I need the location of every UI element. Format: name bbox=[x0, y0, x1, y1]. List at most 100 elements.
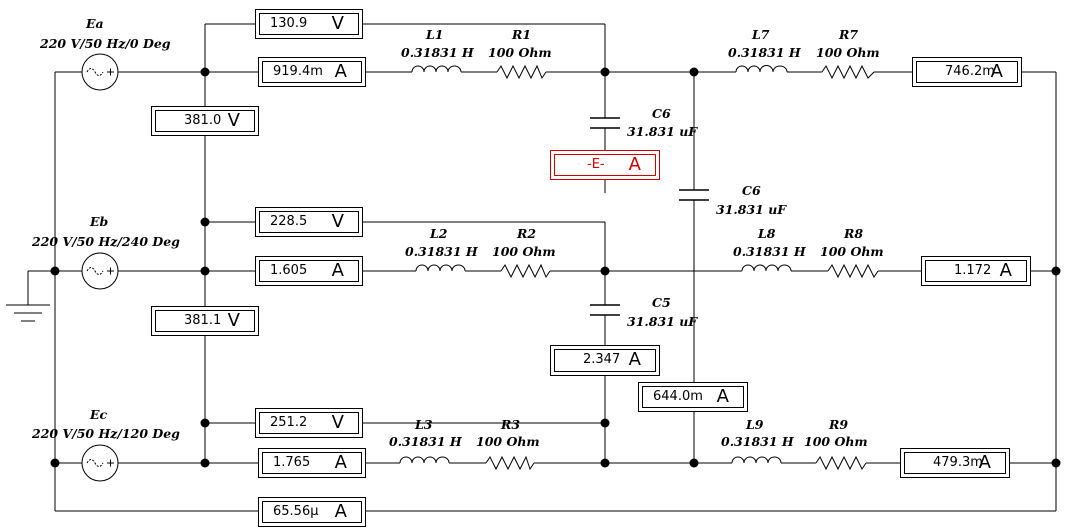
meter-reading: 228.5 bbox=[270, 214, 308, 229]
junction-dots bbox=[50, 67, 1061, 468]
inductor-l7-icon bbox=[735, 65, 788, 73]
meter-reading: 479.3m bbox=[933, 455, 983, 470]
resistor-r9-value: 100 Ohm bbox=[804, 434, 868, 449]
inductor-l2-value: 0.31831 H bbox=[405, 244, 478, 259]
source-ea-spec: 220 V/50 Hz/0 Deg bbox=[40, 36, 171, 51]
resistor-r3-icon bbox=[485, 455, 535, 471]
inductor-l3-value: 0.31831 H bbox=[389, 434, 462, 449]
ammeter-phase-c: 1.765 A bbox=[258, 448, 366, 478]
resistor-r1-icon bbox=[496, 64, 547, 80]
meter-unit: A bbox=[628, 154, 641, 175]
resistor-r1-name: R1 bbox=[512, 27, 532, 42]
resistor-r2-name: R2 bbox=[517, 226, 537, 241]
meter-unit: V bbox=[331, 13, 344, 34]
capacitor-c6b-icon bbox=[679, 189, 709, 201]
inductor-l3-name: L3 bbox=[415, 417, 433, 432]
resistor-r8-name: R8 bbox=[844, 226, 864, 241]
meter-unit: V bbox=[227, 110, 240, 131]
meter-reading: 381.1 bbox=[184, 313, 222, 328]
voltmeter-phase-c: 251.2 V bbox=[255, 408, 363, 438]
meter-unit: A bbox=[334, 452, 347, 473]
inductor-l3-icon bbox=[399, 456, 450, 464]
source-ec-spec: 220 V/50 Hz/120 Deg bbox=[32, 426, 180, 441]
voltmeter-bc: 381.1 V bbox=[151, 306, 259, 336]
inductor-l9-value: 0.31831 H bbox=[721, 434, 794, 449]
resistor-r7-value: 100 Ohm bbox=[816, 45, 880, 60]
capacitor-c5-value: 31.831 uF bbox=[627, 314, 698, 329]
voltmeter-ab: 381.0 V bbox=[151, 106, 259, 136]
ammeter-phase-a: 919.4m A bbox=[258, 57, 366, 87]
source-eb-spec: 220 V/50 Hz/240 Deg bbox=[32, 234, 180, 249]
resistor-r8-value: 100 Ohm bbox=[820, 244, 884, 259]
inductor-l1-value: 0.31831 H bbox=[401, 45, 474, 60]
meter-unit: A bbox=[716, 386, 729, 407]
meter-reading: 919.4m bbox=[273, 64, 323, 79]
meter-reading: 130.9 bbox=[270, 16, 308, 31]
meter-unit: V bbox=[331, 412, 344, 433]
inductor-l7-value: 0.31831 H bbox=[728, 45, 801, 60]
meter-unit: A bbox=[978, 452, 991, 473]
meter-reading: 251.2 bbox=[270, 415, 308, 430]
voltmeter-phase-a: 130.9 V bbox=[255, 9, 363, 39]
source-ec-icon bbox=[81, 444, 119, 482]
resistor-r7-name: R7 bbox=[839, 27, 859, 42]
voltmeter-phase-b: 228.5 V bbox=[255, 207, 363, 237]
meter-reading: 1.605 bbox=[270, 263, 308, 278]
inductor-l8-value: 0.31831 H bbox=[733, 244, 806, 259]
resistor-r3-name: R3 bbox=[501, 417, 521, 432]
ammeter-neutral: 65.56µ A bbox=[258, 497, 366, 527]
ammeter-l8: 1.172 A bbox=[921, 256, 1031, 286]
meter-reading: 1.172 bbox=[954, 263, 992, 278]
meter-unit: A bbox=[334, 501, 347, 522]
inductor-l2-icon bbox=[415, 264, 466, 272]
capacitor-c5-icon bbox=[590, 304, 620, 316]
meter-unit: A bbox=[999, 260, 1012, 281]
resistor-r2-value: 100 Ohm bbox=[492, 244, 556, 259]
meter-unit: A bbox=[990, 61, 1003, 82]
ammeter-c6b: 644.0m A bbox=[638, 382, 748, 412]
meter-reading: 644.0m bbox=[653, 389, 703, 404]
inductor-l8-name: L8 bbox=[758, 226, 776, 241]
resistor-r3-value: 100 Ohm bbox=[476, 434, 540, 449]
inductor-l8-icon bbox=[741, 264, 792, 272]
resistor-r2-icon bbox=[500, 263, 551, 279]
meter-unit: A bbox=[334, 61, 347, 82]
meter-unit: A bbox=[331, 260, 344, 281]
source-eb-name: Eb bbox=[90, 214, 109, 229]
inductor-l1-icon bbox=[411, 65, 462, 73]
source-ec-name: Ec bbox=[90, 407, 108, 422]
ammeter-phase-b: 1.605 A bbox=[255, 256, 363, 286]
meter-reading: 2.347 bbox=[583, 352, 621, 367]
inductor-l2-name: L2 bbox=[430, 226, 448, 241]
resistor-r1-value: 100 Ohm bbox=[488, 45, 552, 60]
meter-reading: 746.2m bbox=[945, 64, 995, 79]
meter-reading: 381.0 bbox=[184, 113, 222, 128]
capacitor-c5-name: C5 bbox=[652, 295, 671, 310]
inductor-l9-name: L9 bbox=[746, 417, 764, 432]
capacitor-c6b-name: C6 bbox=[742, 183, 761, 198]
ground-symbol bbox=[6, 304, 50, 322]
resistor-r9-name: R9 bbox=[829, 417, 849, 432]
capacitor-c6-name: C6 bbox=[652, 106, 671, 121]
capacitor-c6b-value: 31.831 uF bbox=[716, 202, 787, 217]
source-eb-icon bbox=[81, 252, 119, 290]
ammeter-c6-error: -E- A bbox=[550, 150, 660, 180]
meter-unit: A bbox=[628, 349, 641, 370]
capacitor-c6-icon bbox=[590, 117, 620, 129]
inductor-l9-icon bbox=[731, 456, 782, 464]
ammeter-c5: 2.347 A bbox=[550, 345, 660, 376]
source-ea-icon bbox=[81, 53, 119, 91]
inductor-l1-name: L1 bbox=[426, 27, 444, 42]
inductor-l7-name: L7 bbox=[752, 27, 770, 42]
meter-reading: 65.56µ bbox=[273, 504, 319, 519]
meter-reading: -E- bbox=[587, 157, 605, 172]
meter-unit: V bbox=[227, 310, 240, 331]
capacitor-c6-value: 31.831 uF bbox=[627, 124, 698, 139]
resistor-r7-icon bbox=[821, 64, 875, 80]
resistor-r8-icon bbox=[827, 263, 879, 279]
meter-reading: 1.765 bbox=[273, 455, 311, 470]
meter-unit: V bbox=[331, 211, 344, 232]
